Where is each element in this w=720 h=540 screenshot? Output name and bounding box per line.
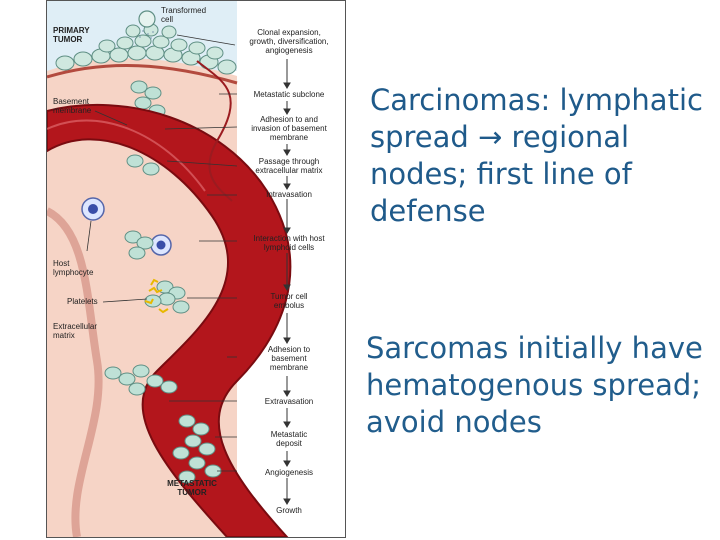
step-adhesion-membrane: Adhesion to basement membrane	[267, 345, 311, 372]
metastasis-illustration	[47, 1, 292, 537]
metastatic-tumor-label: METASTATIC TUMOR	[167, 479, 217, 497]
blood-vessel	[47, 104, 292, 537]
metastasis-figure: PRIMARY TUMOR Basement membrane Host lym…	[46, 0, 346, 538]
step-clonal-expansion: Clonal expansion, growth, diversificatio…	[249, 28, 329, 55]
platelets	[144, 278, 169, 314]
basement-membrane-line	[47, 64, 238, 85]
step-tumor-embolus: Tumor cell embolus	[270, 292, 308, 310]
step-passage-matrix: Passage through extracellular matrix	[255, 157, 323, 175]
step-angiogenesis: Angiogenesis	[264, 468, 314, 477]
lymphatic-vessel	[196, 60, 233, 202]
step-arrows	[283, 59, 291, 505]
cell-spray	[139, 30, 154, 39]
sarcoma-note: Sarcomas initially have hematogenous spr…	[366, 331, 703, 439]
step-adhesion-invasion: Adhesion to and invasion of basement mem…	[251, 115, 327, 142]
step-growth: Growth	[276, 506, 302, 515]
carcinoma-note: Carcinomas: lymphatic spread → regional …	[370, 83, 703, 228]
transformed-cell	[138, 10, 156, 28]
step-lymphoid-interaction: Interaction with host lymphoid cells	[253, 234, 325, 252]
step-extravasation: Extravasation	[264, 397, 314, 406]
primary-tumor-label: PRIMARY TUMOR	[53, 26, 90, 44]
lymphocyte-nucleus	[88, 204, 98, 214]
platelets-label: Platelets	[67, 297, 98, 306]
step-metastatic-subclone: Metastatic subclone	[253, 90, 325, 99]
step-metastatic-deposit: Metastatic deposit	[270, 430, 308, 448]
tumor-cell-clusters	[104, 230, 222, 484]
basement-membrane-label: Basement membrane	[53, 97, 92, 115]
step-intravasation: Intravasation	[266, 190, 312, 199]
host-lymphocyte-label: Host lymphocyte	[53, 259, 94, 277]
transformed-cell-label: Transformed cell	[161, 6, 207, 24]
leader-lines	[86, 34, 238, 472]
extracellular-matrix-label: Extracellular matrix	[53, 322, 98, 340]
